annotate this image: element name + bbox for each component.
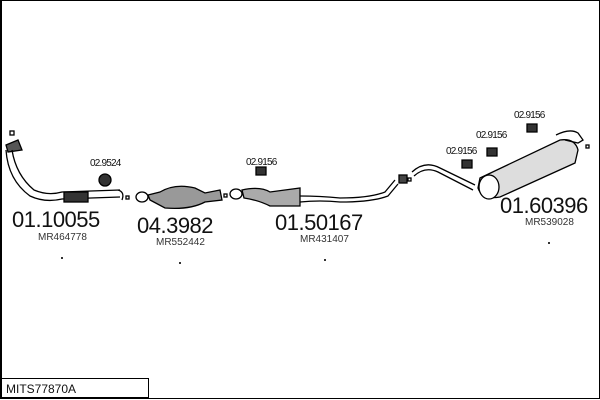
dot [61, 257, 63, 259]
oem-number: MR464778 [38, 232, 87, 243]
hanger-label: 02.9156 [446, 146, 477, 157]
hangers [98, 123, 538, 187]
hanger-label: 02.9156 [514, 110, 545, 121]
part-number: 01.50167 [275, 210, 363, 235]
oem-number: MR539028 [525, 217, 574, 228]
dot [548, 242, 550, 244]
oem-number: MR552442 [156, 237, 205, 248]
oem-number: MR431407 [300, 234, 349, 245]
center-muffler [229, 174, 412, 207]
front-pipe [5, 130, 130, 203]
part-number: 04.3982 [137, 213, 214, 238]
hanger-label: 02.9156 [476, 130, 507, 141]
hanger-label: 02.9524 [90, 158, 121, 169]
catalytic-converter [135, 185, 228, 210]
hanger-label: 02.9156 [246, 157, 277, 168]
reference-code: MITS77870A [1, 378, 149, 398]
dot [324, 259, 326, 261]
rear-muffler [411, 130, 590, 200]
part-number: 01.60396 [500, 193, 588, 218]
dot [179, 262, 181, 264]
part-number: 01.10055 [12, 207, 100, 232]
